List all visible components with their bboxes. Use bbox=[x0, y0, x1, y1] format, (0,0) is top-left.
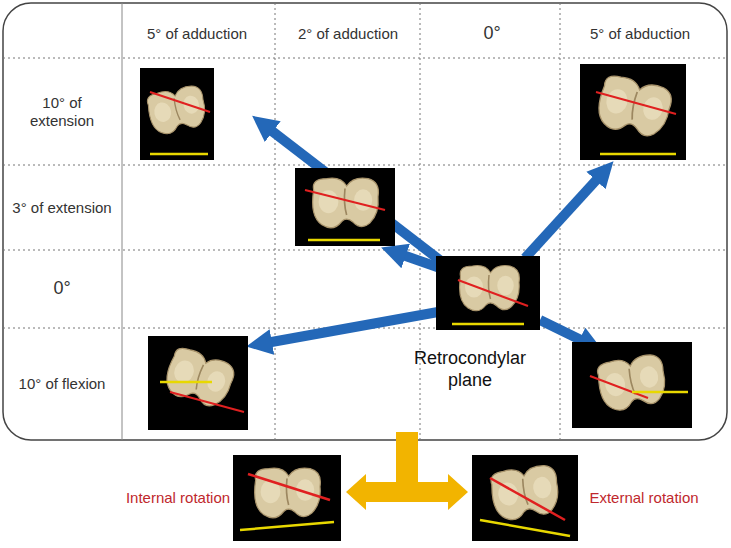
row-header: 10° of flexion bbox=[12, 375, 112, 393]
row-header: 10° of extension bbox=[12, 94, 112, 130]
column-header: 2° of adduction bbox=[278, 25, 418, 43]
plane-label: Retrocondylar plane bbox=[390, 348, 550, 391]
rotation-label: External rotation bbox=[589, 489, 699, 507]
column-header: 5° of abduction bbox=[565, 25, 715, 43]
column-header: 0° bbox=[462, 23, 522, 45]
row-header: 3° of extension bbox=[12, 199, 112, 217]
rotation-label: Internal rotation bbox=[123, 489, 233, 507]
row-header: 0° bbox=[12, 278, 112, 300]
column-header: 5° of adduction bbox=[122, 25, 272, 43]
